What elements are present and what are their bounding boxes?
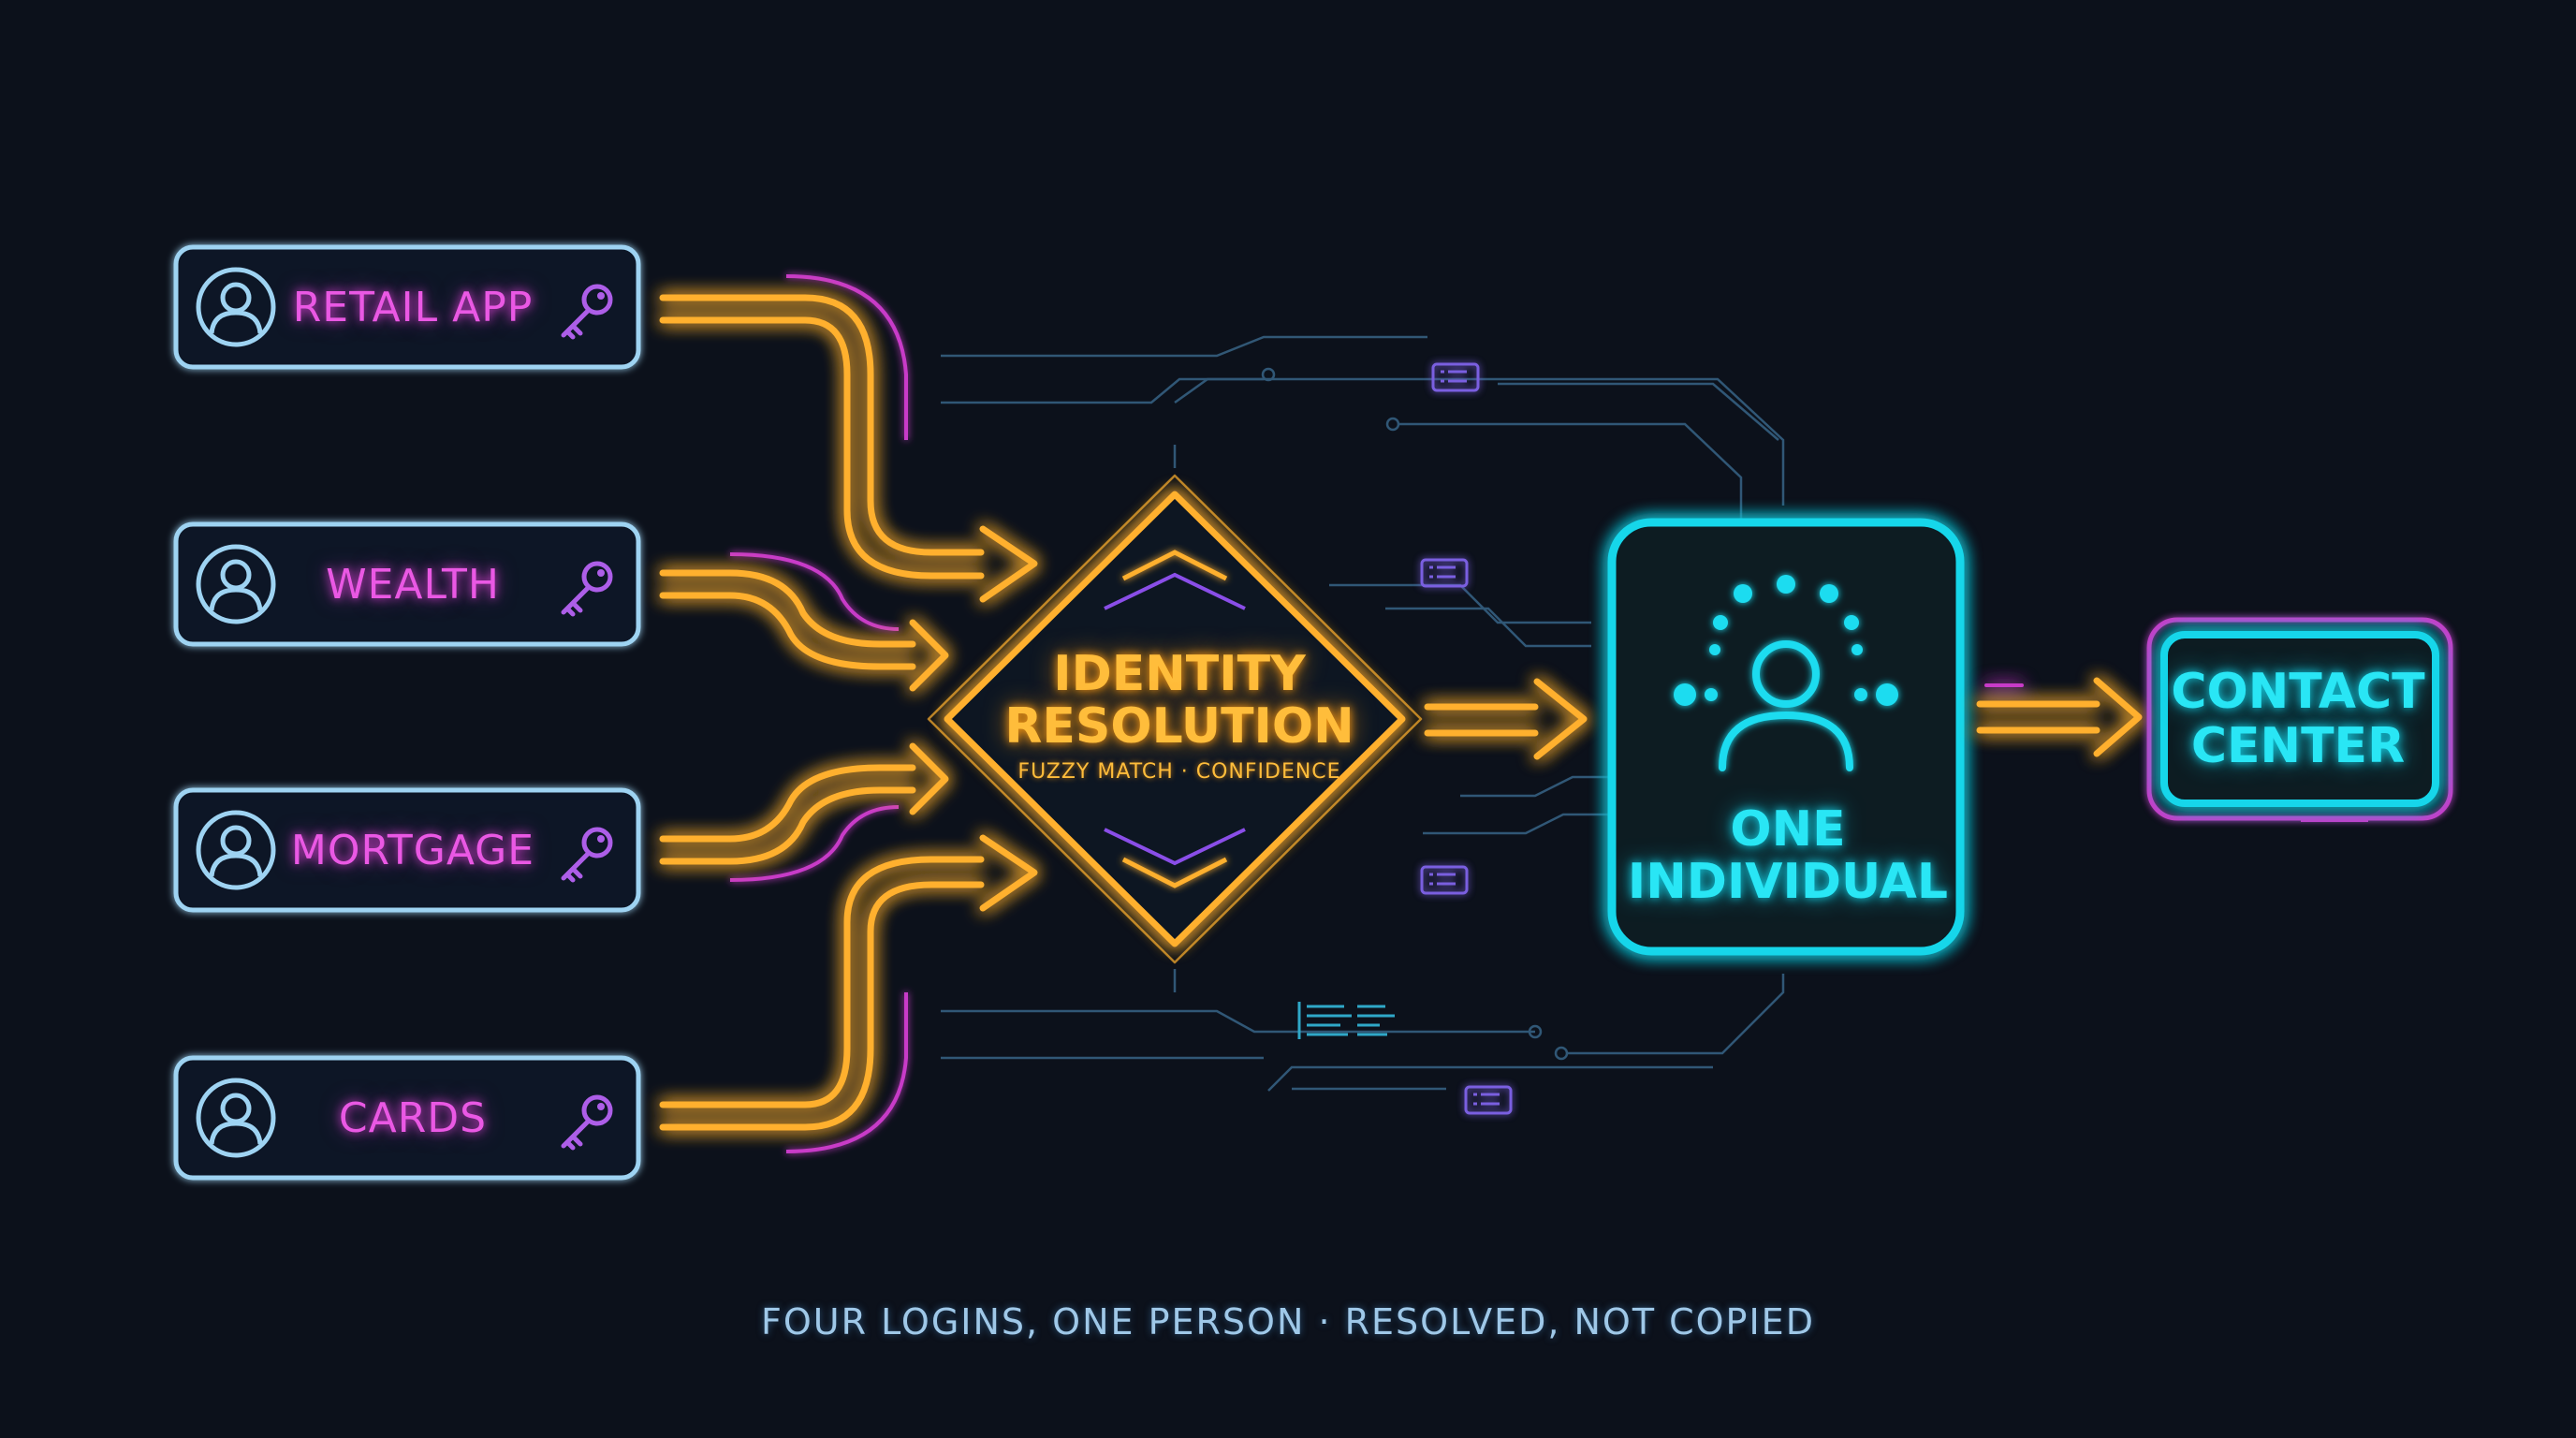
contact-center-label-line2: CENTER — [2190, 718, 2406, 774]
source-label-cards: CARDS — [338, 1093, 488, 1142]
resolver-title-line1: IDENTITY — [1053, 646, 1306, 702]
individual-label-line2: INDIVIDUAL — [1627, 854, 1949, 910]
message-icon — [1420, 865, 1469, 895]
circuit-traces — [941, 335, 1785, 1092]
individual-label-line1: ONE — [1730, 801, 1846, 858]
resolver-subtitle: FUZZY MATCH · CONFIDENCE — [1017, 760, 1341, 784]
source-box-retail-app[interactable] — [173, 230, 641, 386]
one-individual-node[interactable] — [1607, 518, 1965, 956]
source-label-retail-app: RETAIL APP — [292, 283, 534, 331]
resolver-title-line2: RESOLUTION — [1004, 698, 1354, 755]
diagram-caption: FOUR LOGINS, ONE PERSON · RESOLVED, NOT … — [761, 1301, 1815, 1343]
source-boxes — [173, 230, 641, 1196]
magenta-accent-curves — [729, 274, 908, 1153]
message-icon — [1464, 1085, 1513, 1115]
source-box-wealth[interactable] — [173, 506, 641, 664]
identity-resolution-node[interactable] — [927, 474, 1423, 964]
person-network-icon — [1674, 575, 1898, 771]
contact-center-label-line1: CONTACT — [2171, 664, 2425, 720]
contact-center-node[interactable] — [2146, 617, 2453, 822]
flow-arrow-to-contact-center — [1976, 677, 2143, 757]
message-icons — [1420, 362, 1513, 1115]
source-label-wealth: WEALTH — [326, 560, 500, 609]
source-label-mortgage: MORTGAGE — [290, 826, 535, 874]
message-icon — [1420, 558, 1469, 588]
source-box-mortgage[interactable] — [173, 770, 641, 929]
flow-arrow-to-individual — [1424, 678, 1588, 760]
message-icon — [1431, 362, 1480, 392]
flow-arrows-in — [659, 294, 1038, 1131]
code-snippet-glyphs — [1297, 1002, 1395, 1039]
source-box-cards[interactable] — [173, 1038, 641, 1196]
